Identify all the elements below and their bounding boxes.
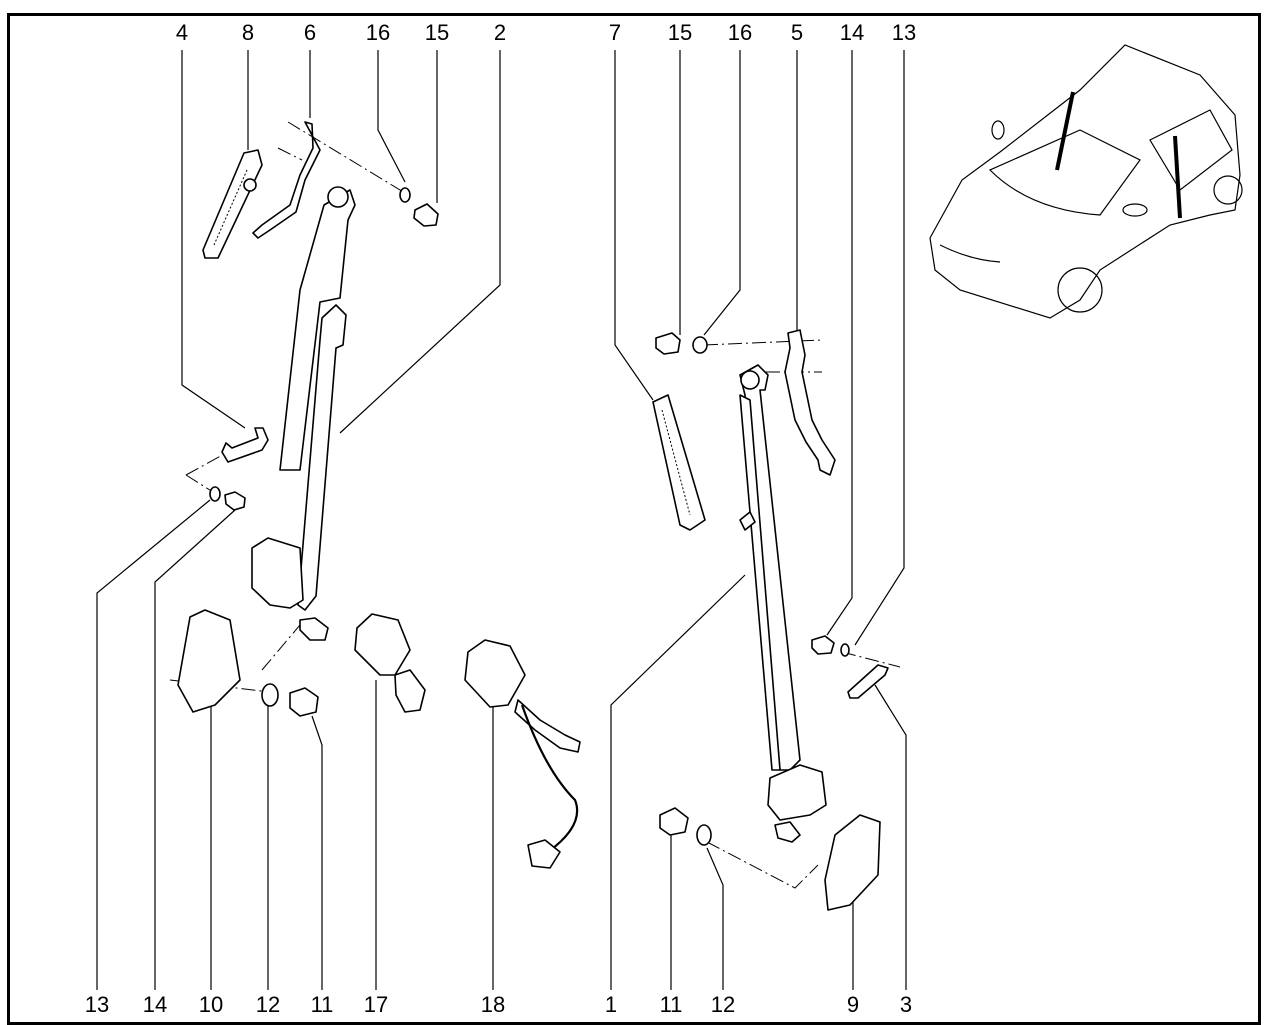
callout-12-bottom-right: 12 [711, 992, 735, 1017]
part-1-retractor [767, 764, 827, 821]
part-14-bolt-right [811, 635, 835, 655]
callout-14-bottom: 14 [143, 992, 167, 1017]
vehicle-mirror-right [1122, 203, 1148, 217]
axis-9-bolt [706, 841, 819, 889]
callout-10-bottom: 10 [199, 992, 223, 1017]
part-6-height-adjuster-bracket [252, 121, 321, 239]
part-8-clip [243, 178, 257, 192]
callout-13-top: 13 [892, 20, 916, 45]
leader-14-left [154, 509, 236, 990]
part-18-buckle-strap [514, 699, 581, 753]
bottom-callouts: 13 14 10 12 11 17 18 1 11 12 9 3 [85, 992, 912, 1017]
part-1-lower-anchor [774, 821, 801, 843]
part-18-buckle [464, 639, 526, 708]
part-11-bolt-left [289, 687, 319, 717]
callout-5-top: 5 [791, 20, 803, 45]
axis-4-fasteners [185, 451, 229, 493]
part-2-upper-anchor [327, 186, 349, 208]
leader-4 [181, 50, 246, 429]
callout-12-bottom-left: 12 [256, 992, 280, 1017]
part-18-connector [527, 839, 561, 869]
part-2-retractor [251, 537, 304, 609]
callout-13-bottom: 13 [85, 992, 109, 1017]
callout-8-top: 8 [242, 20, 254, 45]
part-4-belt-guide [221, 427, 269, 463]
callout-6-top: 6 [304, 20, 316, 45]
part-9-cover-plate [824, 814, 881, 911]
part-8-detail [213, 169, 248, 246]
part-11-bolt-right [659, 807, 689, 836]
callout-9-bottom: 9 [847, 992, 859, 1017]
vehicle-windshield [988, 129, 1141, 216]
leader-2 [339, 50, 501, 434]
part-2-lower-webbing [297, 304, 347, 611]
leader-3 [874, 684, 907, 990]
leader-13-left [96, 499, 211, 990]
vehicle-grille [939, 244, 1001, 263]
leader-16-right [703, 50, 741, 336]
leader-7 [614, 50, 654, 401]
leader-12-right [706, 847, 724, 990]
vehicle-belt-highlight-left [1055, 91, 1075, 171]
part-1-webbing-stop [739, 511, 756, 531]
part-10-cover-plate [177, 609, 241, 713]
part-17-buckle [354, 613, 411, 676]
part-15-bolt-left [413, 203, 439, 227]
part-14-bolt-left [224, 491, 246, 511]
part-2-lower-anchor [299, 617, 329, 641]
part-1-upper-anchor [740, 370, 760, 390]
part-16-washer-left [399, 187, 411, 203]
vehicle-belt-highlight-right [1173, 135, 1182, 219]
callout-14-top: 14 [840, 20, 864, 45]
callout-16-top-left: 16 [366, 20, 390, 45]
callout-17-bottom: 17 [364, 992, 388, 1017]
axis-upper-anchor-left [287, 121, 406, 194]
callout-1-bottom: 1 [605, 992, 617, 1017]
axis-10-anchor [261, 624, 306, 671]
leader-11-left [311, 715, 323, 990]
part-13-washer-left [209, 486, 221, 502]
vehicle-side-window [1149, 109, 1233, 191]
part-18-sensor-wire [520, 704, 579, 853]
callout-3-bottom: 3 [900, 992, 912, 1017]
leader-16-left [377, 50, 406, 183]
part-12-washer-right [696, 824, 712, 846]
vehicle-mirror-left [991, 120, 1005, 140]
callout-2-top: 2 [494, 20, 506, 45]
callout-18-bottom: 18 [481, 992, 505, 1017]
diagram-frame [7, 13, 1261, 1025]
axis-upper-anchor-right [703, 339, 823, 346]
axis-6-lower [277, 147, 303, 161]
callout-15-top-right: 15 [668, 20, 692, 45]
part-2-upper-webbing [279, 189, 356, 471]
part-13-washer-right [840, 643, 850, 657]
part-1-webbing-inner [739, 394, 781, 771]
part-12-washer-left [261, 683, 279, 707]
callout-11-bottom-left: 11 [311, 992, 334, 1017]
leader-1 [610, 574, 746, 990]
leader-14-right [826, 50, 853, 636]
callout-4-top: 4 [176, 20, 188, 45]
left-belt-assembly [177, 121, 581, 869]
callout-15-top-left: 15 [425, 20, 449, 45]
right-belt-assembly [652, 329, 889, 911]
callout-7-top: 7 [609, 20, 621, 45]
part-15-bolt-right [655, 332, 681, 355]
part-17-buckle-mount [394, 669, 426, 713]
part-7-trim-cover [652, 394, 706, 531]
axis-3-bolt [841, 651, 901, 668]
leader-lines [96, 50, 907, 990]
vehicle-inset [929, 44, 1243, 319]
top-callouts: 4 8 6 16 15 2 7 15 16 5 14 13 [176, 20, 916, 45]
part-16-washer-right [692, 336, 708, 354]
vehicle-front-wheel [1057, 267, 1103, 313]
leader-13-right [854, 50, 905, 646]
callout-11-bottom-right: 11 [660, 992, 683, 1017]
part-3-belt-guide [847, 664, 889, 699]
vehicle-rear-wheel [1213, 175, 1243, 205]
callout-16-top-right: 16 [728, 20, 752, 45]
vehicle-body-outline [929, 44, 1241, 319]
part-5-height-adjuster-bracket [784, 329, 836, 476]
